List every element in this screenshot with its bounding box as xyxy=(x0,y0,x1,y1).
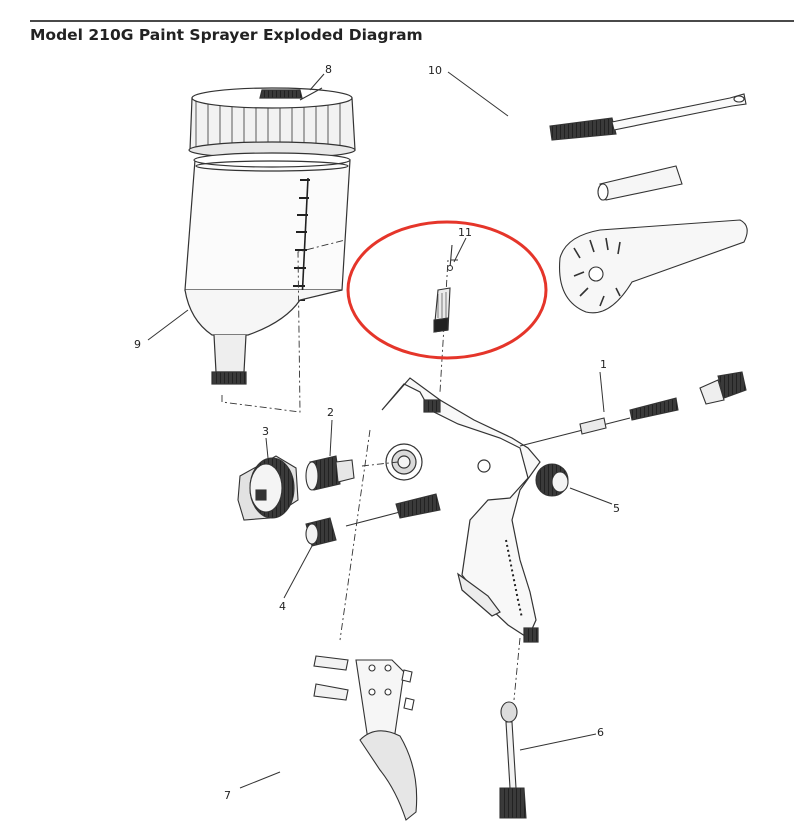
paint-cup-part-9 xyxy=(184,87,356,385)
callout-1: 1 xyxy=(600,358,607,371)
dashed-assembly-line-gun xyxy=(339,429,521,701)
fluid-nozzle-part-2 xyxy=(305,455,355,491)
callout-7: 7 xyxy=(224,789,231,802)
callout-9: 9 xyxy=(134,338,141,351)
air-fitting-part-6 xyxy=(499,701,527,819)
callout-11: 11 xyxy=(458,226,472,239)
page-title: Model 210G Paint Sprayer Exploded Diagra… xyxy=(30,26,423,44)
callout-4: 4 xyxy=(279,600,286,613)
fan-adjust-part-4 xyxy=(305,493,441,547)
callout-6: 6 xyxy=(597,726,604,739)
needle-assembly-part-1 xyxy=(519,371,747,447)
callout-10: 10 xyxy=(428,64,442,77)
highlight-circle xyxy=(346,220,548,360)
top-divider xyxy=(30,20,794,22)
cleaning-kit-part-10 xyxy=(549,93,748,314)
trigger-part-7 xyxy=(313,655,418,821)
callout-leaders xyxy=(147,71,613,789)
callout-8: 8 xyxy=(325,63,332,76)
cup-plug-part-8 xyxy=(299,87,323,101)
spray-gun-body xyxy=(381,377,541,643)
flow-knob-part-5 xyxy=(535,463,569,497)
air-cap-part-3 xyxy=(237,455,299,521)
strainer-part-11 xyxy=(433,244,454,333)
callout-2: 2 xyxy=(327,406,334,419)
callout-3: 3 xyxy=(262,425,269,438)
callout-5: 5 xyxy=(613,502,620,515)
